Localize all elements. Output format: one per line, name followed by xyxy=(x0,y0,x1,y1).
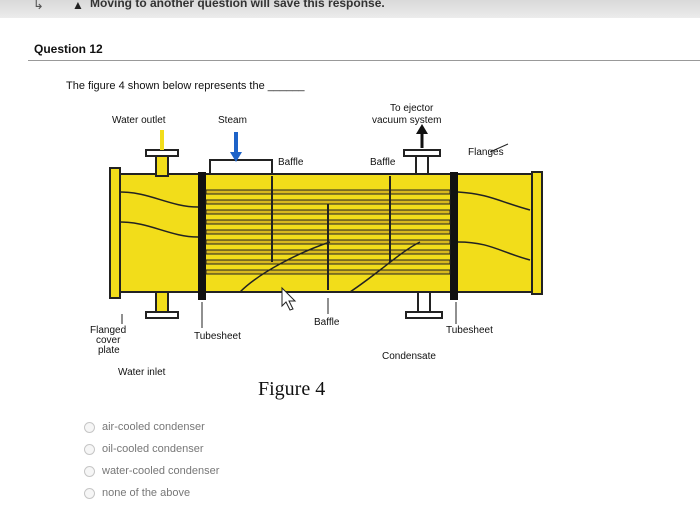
label-flanges: Flanges xyxy=(468,147,504,158)
label-baffle-bottom: Baffle xyxy=(314,317,340,328)
option-none[interactable]: none of the above xyxy=(84,482,219,504)
option-water-cooled[interactable]: water-cooled condenser xyxy=(84,460,219,482)
label-water-inlet: Water inlet xyxy=(118,367,166,378)
radio-button[interactable] xyxy=(84,443,95,455)
option-label: oil-cooled condenser xyxy=(102,443,204,455)
option-label: none of the above xyxy=(102,487,191,499)
label-to-ejector: To ejector xyxy=(390,103,434,114)
label-baffle-left: Baffle xyxy=(278,157,304,168)
radio-button[interactable] xyxy=(84,465,95,477)
label-flanged: Flanged xyxy=(90,325,127,336)
notice-text: Moving to another question will save thi… xyxy=(90,0,385,10)
label-baffle-right: Baffle xyxy=(370,157,396,168)
label-water-outlet: Water outlet xyxy=(112,115,166,126)
label-plate: plate xyxy=(98,345,120,356)
radio-button[interactable] xyxy=(84,487,95,499)
option-label: air-cooled condenser xyxy=(102,421,205,433)
warning-icon: ▲ xyxy=(72,0,84,12)
radio-button[interactable] xyxy=(84,421,95,433)
condenser-diagram xyxy=(109,124,543,328)
question-prompt: The figure 4 shown below represents the … xyxy=(66,80,305,92)
figure-caption: Figure 4 xyxy=(258,378,326,400)
label-tubesheet-right: Tubesheet xyxy=(446,325,493,336)
option-label: water-cooled condenser xyxy=(102,465,220,477)
notice-bar: ↳ ▲ Moving to another question will save… xyxy=(0,0,700,18)
question-number: Question 12 xyxy=(34,42,103,56)
answer-options: air-cooled condenser oil-cooled condense… xyxy=(84,416,219,504)
label-cover: cover xyxy=(96,335,121,346)
question-header: Question 12 xyxy=(28,38,700,61)
label-vacuum-system: vacuum system xyxy=(372,115,442,126)
option-oil-cooled[interactable]: oil-cooled condenser xyxy=(84,438,219,460)
label-condensate: Condensate xyxy=(382,351,436,362)
condenser-figure: Water outlet Steam To ejector vacuum sys… xyxy=(60,92,660,392)
redo-arrow-icon: ↳ xyxy=(33,0,44,12)
option-air-cooled[interactable]: air-cooled condenser xyxy=(84,416,219,438)
label-tubesheet-left: Tubesheet xyxy=(194,331,241,342)
label-steam: Steam xyxy=(218,115,247,126)
